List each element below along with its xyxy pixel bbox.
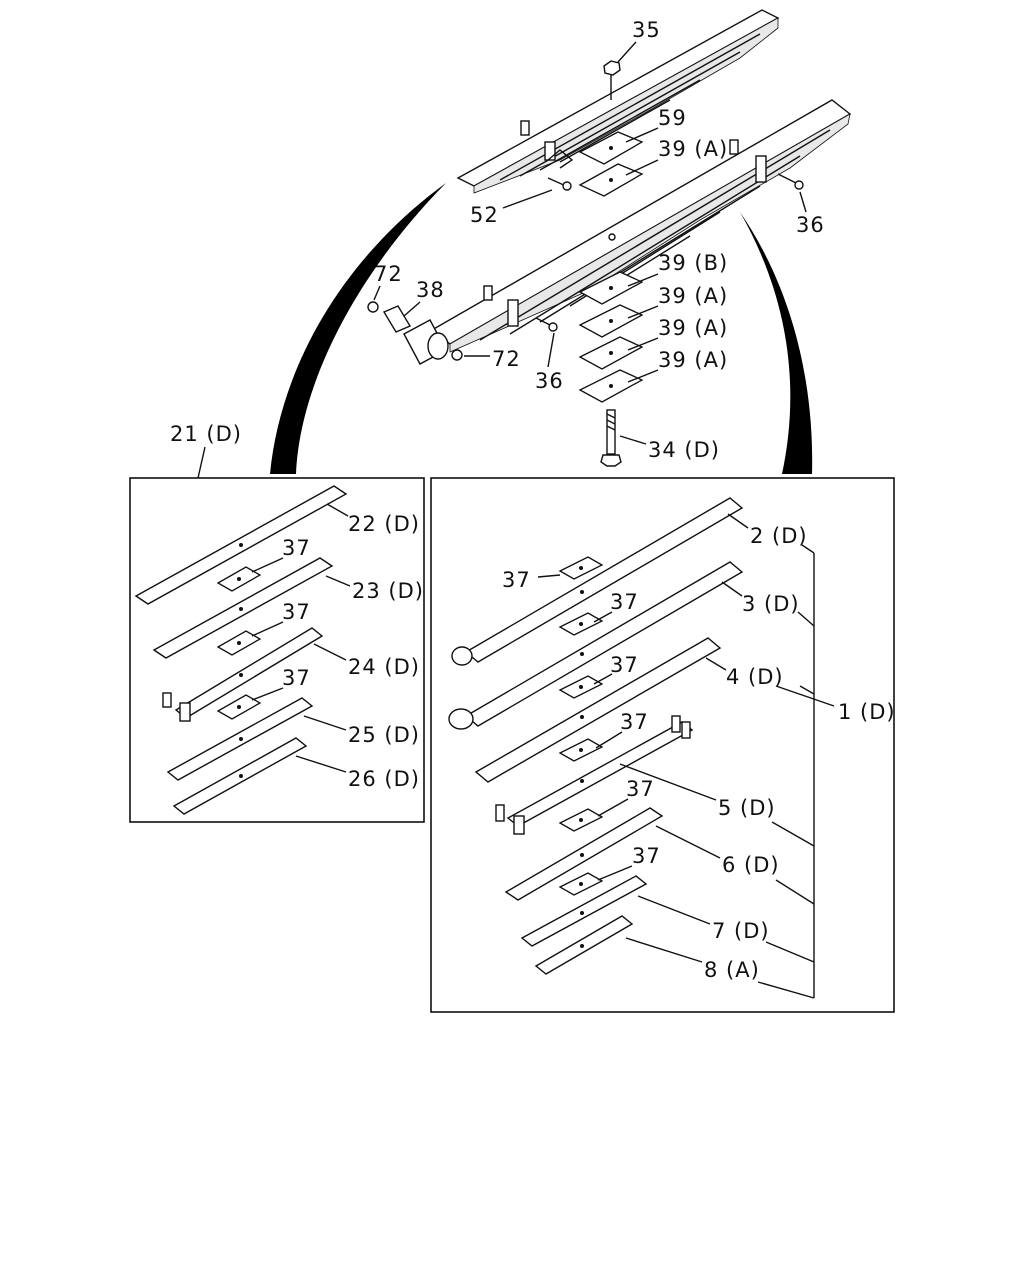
callout-36-top: 36 <box>796 213 825 237</box>
upper-bracket-1 <box>520 120 530 136</box>
callout-8a: 8 (A) <box>704 958 760 982</box>
callout-25d: 25 (D) <box>348 723 420 747</box>
left-connector-arc <box>270 183 446 474</box>
nut-35 <box>603 60 621 100</box>
callout-2d: 2 (D) <box>750 524 808 548</box>
callout-38: 38 <box>416 278 445 302</box>
callout-59: 59 <box>658 106 687 130</box>
callout-24d: 24 (D) <box>348 655 420 679</box>
leaf-7d <box>520 875 648 947</box>
right-detail-box <box>430 477 895 1013</box>
center-bolt-34 <box>600 409 622 467</box>
leaf-8a <box>534 915 634 975</box>
callout-3d: 3 (D) <box>742 592 800 616</box>
upper-bracket-clamp <box>547 149 574 169</box>
left-box-leaves <box>134 485 348 815</box>
leaf-3d <box>464 561 744 727</box>
callout-39a-2: 39 (A) <box>658 316 728 340</box>
washer-72-right <box>451 349 463 361</box>
callout-37-3: 37 <box>610 653 639 677</box>
upper-bracket-2 <box>544 141 556 161</box>
washer-72-left <box>367 301 379 313</box>
callout-5d: 5 (D) <box>718 796 776 820</box>
main-bracket-front <box>755 155 767 183</box>
callout-23d: 23 (D) <box>352 579 424 603</box>
bushing-38 <box>382 305 449 365</box>
bolt-36-top <box>777 173 804 190</box>
main-bracket-mid-1 <box>483 285 493 301</box>
callout-6d: 6 (D) <box>722 853 780 877</box>
callout-21d: 21 (D) <box>170 422 242 446</box>
callout-26d: 26 (D) <box>348 767 420 791</box>
callout-37-6: 37 <box>632 844 661 868</box>
right-connector-arc <box>740 212 813 474</box>
callout-72-right: 72 <box>492 347 521 371</box>
leaf-2d <box>464 497 744 663</box>
callout-37-b: 37 <box>282 600 311 624</box>
callout-37-c: 37 <box>282 666 311 690</box>
left-detail-box <box>129 477 425 823</box>
callout-7d: 7 (D) <box>712 919 770 943</box>
callout-35: 35 <box>632 18 661 42</box>
callout-36-mid: 36 <box>535 369 564 393</box>
callout-39a-top: 39 (A) <box>658 137 728 161</box>
callout-37-2: 37 <box>610 590 639 614</box>
callout-4d: 4 (D) <box>726 665 784 689</box>
main-leaf-stack <box>449 113 851 353</box>
callout-37-a: 37 <box>282 536 311 560</box>
callout-39a-1: 39 (A) <box>658 284 728 308</box>
callout-1d: 1 (D) <box>838 700 896 724</box>
right-box-leaves <box>448 497 744 975</box>
callout-52: 52 <box>470 203 499 227</box>
leaf-4d <box>474 637 722 783</box>
leaf-23d <box>152 557 334 659</box>
callout-34d: 34 (D) <box>648 438 720 462</box>
callout-37-1: 37 <box>502 568 531 592</box>
main-bracket-mid-2 <box>507 299 519 327</box>
upper-spring-assembly: 35 59 39 (A) 52 <box>367 9 852 467</box>
bolt-36-mid <box>535 317 558 332</box>
callout-39b: 39 (B) <box>658 251 728 275</box>
bolt-52 <box>547 177 572 191</box>
leaf-6d <box>504 807 664 901</box>
callout-22d: 22 (D) <box>348 512 420 536</box>
main-bracket-rear <box>729 139 739 155</box>
callout-37-4: 37 <box>620 710 649 734</box>
callout-37-5: 37 <box>626 777 655 801</box>
group-bracket-1d <box>757 544 815 999</box>
callout-72-left: 72 <box>374 262 403 286</box>
callout-39a-3: 39 (A) <box>658 348 728 372</box>
